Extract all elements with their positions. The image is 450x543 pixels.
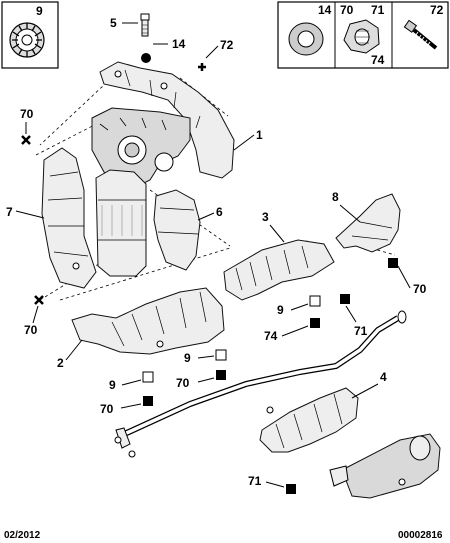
heat-shield-rear-lower [259,387,359,453]
washer-marker [141,53,151,63]
spring-washer-icon [9,22,45,58]
rear-silencer [329,433,441,499]
bolt-icon [403,19,438,50]
washer-marker-9-lower [142,371,154,383]
stud-part [140,13,150,37]
callout-5: 5 [110,16,117,30]
cross-marker-72 [198,63,206,71]
nut-marker-70-lower [143,396,153,406]
callout-70-lower: 70 [100,402,114,416]
nut-marker-71-bottom [286,484,296,494]
footer-reference: 00002816 [398,530,443,541]
callout-70-right: 70 [413,282,427,296]
callout-71-mid: 71 [354,324,368,338]
callout-70-low: 70 [176,376,190,390]
callout-70-left: 70 [20,107,34,121]
callout-7: 7 [6,205,13,219]
inset-box-9: 9 [1,1,59,69]
hex-nut-icon [343,19,380,54]
callout-box-71: 71 [371,3,385,17]
flat-washer-icon [288,22,324,56]
washer-marker-9-mid [309,295,321,307]
exhaust-pipe [114,310,407,458]
nut-marker-70-low [216,370,226,380]
callout-9-lower: 9 [109,378,116,392]
callout-9: 9 [36,4,43,18]
inset-box-fasteners: 14 70 71 74 72 [277,1,449,69]
footer-date: 02/2012 [4,530,41,541]
heat-shield-upper [99,61,235,179]
callout-74-mid: 74 [264,329,278,343]
callout-2: 2 [57,356,64,370]
turbo-manifold [91,107,191,189]
nut-marker-71-mid [340,294,350,304]
callout-6: 6 [216,205,223,219]
callout-71-bottom: 71 [248,474,262,488]
heat-shield-rear [335,193,401,253]
heat-shield-left [41,147,97,289]
callout-box-74: 74 [371,53,385,67]
callout-box-14: 14 [318,3,332,17]
callout-72: 72 [220,38,234,52]
heat-shield-center [223,239,335,301]
callout-box-70: 70 [340,3,354,17]
callout-3: 3 [262,210,269,224]
cross-marker-70-low-left [34,295,44,305]
callout-9-mid: 9 [277,303,284,317]
nut-marker-70-right [388,258,398,268]
callout-4: 4 [380,370,387,384]
callout-8: 8 [332,190,339,204]
callout-70-low-left: 70 [24,323,38,337]
nut-marker-74-mid [310,318,320,328]
catalytic-converter [95,169,147,277]
heat-shield-small [153,189,201,271]
callout-1: 1 [256,128,263,142]
callout-9-low: 9 [184,351,191,365]
callout-14: 14 [172,37,186,51]
heat-shield-front [71,287,225,355]
callout-box-72: 72 [430,3,444,17]
washer-marker-9-low [215,349,227,361]
cross-marker-70-left [21,135,31,145]
